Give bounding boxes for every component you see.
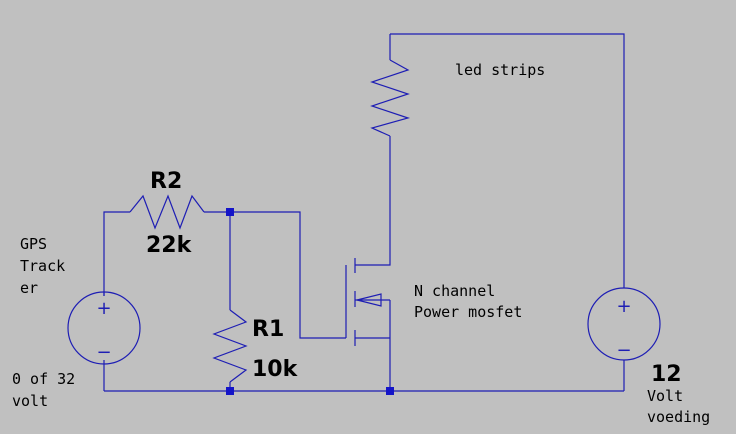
supply-label-2: voeding [647,408,710,426]
r2-resistor [129,194,205,230]
gps-range-1: 0 of 32 [12,370,75,388]
plus-sign: + [616,296,631,317]
junction-dot [226,387,234,395]
led-strip-load [370,59,411,137]
wire-gps-to-r2 [103,211,130,296]
junction-dot [386,387,394,395]
gps-label-1: GPS [20,235,47,253]
mosfet-label-2: Power mosfet [414,303,522,321]
wire-r2-to-gate [204,211,346,339]
gps-label-3: er [20,279,38,297]
wire-supply-positive [390,33,625,288]
r2-value: 22k [146,233,193,258]
minus-sign: − [616,340,631,361]
supply-value: 12 [651,362,682,387]
r1-resistor [212,309,248,383]
plus-sign: + [96,298,111,319]
supply-voltage-source: + − [587,287,661,361]
supply-source-circle [587,287,661,361]
mosfet-label-1: N channel [414,282,495,300]
r2-name: R2 [150,169,182,194]
r1-name: R1 [252,317,284,342]
r1-value: 10k [252,357,299,382]
led-label: led strips [455,61,545,79]
minus-sign: − [96,342,111,363]
gps-voltage-source: + − [67,291,141,365]
junction-dot [226,208,234,216]
wires [103,33,625,392]
wire-led-to-drain [355,136,391,266]
mosfet-symbol [345,258,391,391]
mosfet-arrow [356,293,382,307]
supply-label-1: Volt [647,387,683,405]
gps-range-2: volt [12,392,48,410]
gps-label-2: Track [20,257,65,275]
junctions [226,208,394,395]
